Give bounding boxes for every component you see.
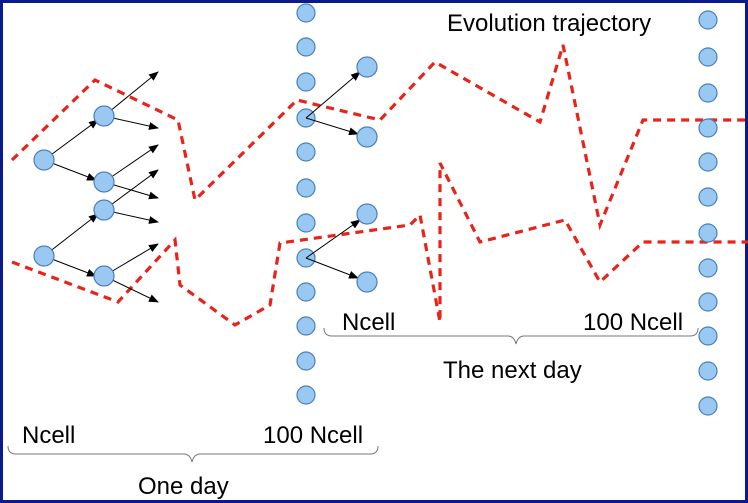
cell-icon [356,271,378,293]
cell-icon [698,326,718,346]
cell-icon [296,213,316,233]
cell-icon [698,152,718,172]
ncell-left-label: Ncell [22,422,75,449]
evolution-trajectory-label: Evolution trajectory [447,10,651,37]
brace-one-day [7,445,379,463]
cell-icon [296,142,316,162]
arrow-icon [305,219,361,259]
arrow-icon [103,71,159,117]
cell-icon [296,37,316,57]
dividing-cells [33,56,378,293]
cell-icon [93,105,115,127]
next-day-label: The next day [443,357,582,384]
cell-icon [296,316,316,336]
cell-icon [698,10,718,30]
hundred-ncell-left-label: 100 Ncell [263,422,363,449]
cell-icon [698,292,718,312]
cell-icon [33,149,55,171]
one-day-label: One day [138,473,229,500]
cell-icon [296,72,316,92]
arrow-icon [305,257,359,279]
arrow-icon [103,169,159,211]
cell-icon [698,47,718,67]
cell-column-day-2 [698,10,718,416]
cell-icon [356,126,378,148]
cell-icon [698,258,718,278]
hundred-ncell-right-label: 100 Ncell [583,309,683,336]
cell-icon [296,385,316,405]
cell-column-day-1 [296,3,316,405]
cell-icon [356,56,378,78]
cell-icon [33,245,55,267]
cell-icon [296,282,316,302]
cell-icon [698,83,718,103]
cell-icon [356,203,378,225]
cell-icon [296,351,316,371]
arrow-icon [43,213,99,257]
arrow-icon [305,71,361,119]
cell-icon [296,178,316,198]
trajectory-lower [11,162,748,327]
cell-icon [93,265,115,287]
arrow-icon [43,119,99,161]
evolution-trajectories [10,44,748,327]
cell-icon [93,171,115,193]
trajectory-upper [10,44,748,231]
cell-icon [698,396,718,416]
ncell-right-label: Ncell [342,309,395,336]
cell-icon [698,361,718,381]
cell-icon [698,187,718,207]
cell-icon [296,3,316,23]
brace-next-day [323,327,699,345]
arrow-icon [305,117,359,136]
cell-icon [93,199,115,221]
cell-icon [698,223,718,243]
arrow-icon [103,144,159,183]
cell-icon [698,118,718,138]
